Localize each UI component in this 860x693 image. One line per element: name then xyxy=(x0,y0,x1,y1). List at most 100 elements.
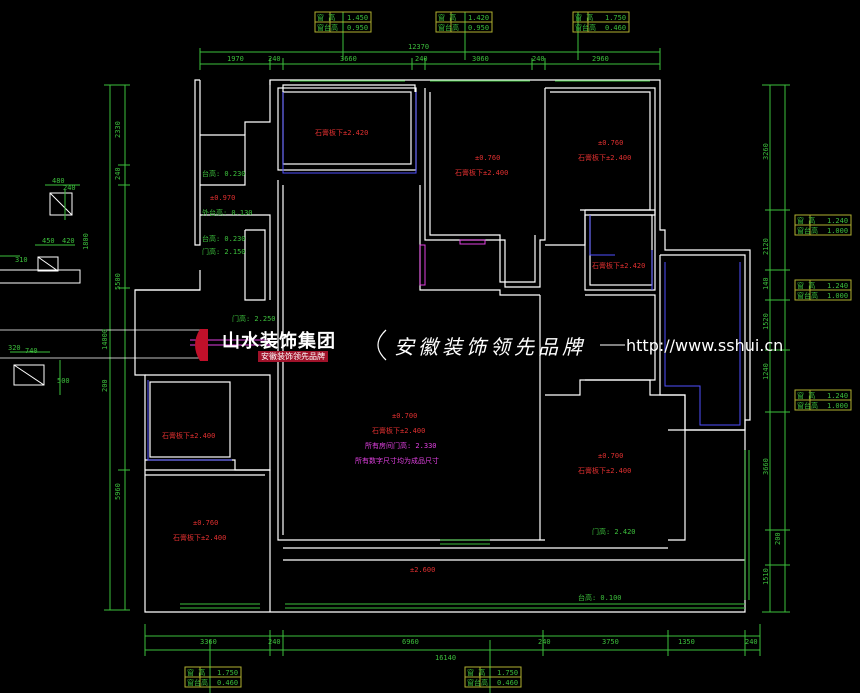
top-segment-dim: 240 xyxy=(268,55,281,63)
window-height-value: 1.750 xyxy=(605,14,626,22)
window-height-label: 窗 高 xyxy=(797,391,815,400)
right-dim: 1520 xyxy=(762,313,770,330)
bottom-segment-dim: 240 xyxy=(268,638,281,646)
window-sill-value: 1.000 xyxy=(827,402,848,410)
window-sill-label: 窗台高 xyxy=(317,23,338,32)
window-sill-label: 窗台高 xyxy=(797,226,818,235)
top-dimension-lines xyxy=(199,12,661,70)
top-segment-dim: 2960 xyxy=(592,55,609,63)
watermark-banner xyxy=(0,329,625,361)
top-segment-dim: 240 xyxy=(532,55,545,63)
ceiling-fixtures xyxy=(147,92,741,461)
window-height-value: 1.750 xyxy=(497,669,518,677)
top-segment-dim: 3060 xyxy=(472,55,489,63)
small-detail-dim: 240 xyxy=(63,184,76,192)
left-dim: 14000 xyxy=(101,329,109,350)
living-ceiling-label: 石膏板下±2.400 xyxy=(372,426,425,435)
bed3-level-label: ±0.760 xyxy=(598,139,623,147)
living-note-label: 所有数字尺寸均为成品尺寸 xyxy=(355,456,439,465)
window-sill-value: 0.460 xyxy=(497,679,518,687)
window-height-value: 1.750 xyxy=(217,669,238,677)
kitchen-label-3: 外台高: 0.130 xyxy=(202,208,253,217)
bottom-segment-dim: 6960 xyxy=(402,638,419,646)
bed2-ceiling-label: 石膏板下±2.400 xyxy=(455,168,508,177)
left-detail-boxes xyxy=(0,192,81,386)
window-sill-label: 窗台高 xyxy=(797,291,818,300)
right-door-label: 门高: 2.420 xyxy=(592,527,636,536)
window-height-label: 窗 高 xyxy=(438,13,456,22)
small-detail-dim: 500 xyxy=(57,377,70,385)
kitchen-label-2: ±0.970 xyxy=(210,194,235,202)
master-ceiling-label: 石膏板下±2.420 xyxy=(315,128,368,137)
right-dim: 2120 xyxy=(762,238,770,255)
bed2-level-label: ±0.760 xyxy=(475,154,500,162)
window-height-value: 1.240 xyxy=(827,217,848,225)
walls xyxy=(134,79,751,613)
balcony-note-label: 台高: 0.100 xyxy=(578,593,622,602)
top-total-dim: 12370 xyxy=(408,43,429,51)
top-segment-dim: 3660 xyxy=(340,55,357,63)
logo-subtitle: 安徽装饰领先品牌 xyxy=(258,351,328,362)
small-detail-dim: 480 xyxy=(52,177,65,185)
right-dim: 1510 xyxy=(762,568,770,585)
top-segment-dim: 240 xyxy=(415,55,428,63)
right-dim: 1240 xyxy=(762,363,770,380)
window-height-value: 1.240 xyxy=(827,282,848,290)
window-sill-value: 1.000 xyxy=(827,292,848,300)
small-detail-dim: 320 xyxy=(8,344,21,352)
small-detail-dim: 740 xyxy=(25,347,38,355)
kitchen-label-1: 台高: 0.230 xyxy=(202,169,246,178)
window-height-label: 窗 高 xyxy=(317,13,335,22)
window-height-value: 1.450 xyxy=(347,14,368,22)
left-dim: 5500 xyxy=(114,273,122,290)
window-sill-label: 窗台高 xyxy=(438,23,459,32)
right-dim: 200 xyxy=(774,532,782,545)
banner-slogan: 安徽装饰领先品牌 xyxy=(394,335,586,359)
window-sill-label: 窗台高 xyxy=(467,678,488,687)
balcony-level-label: ±2.600 xyxy=(410,566,435,574)
bath-ceiling-label: 石膏板下±2.420 xyxy=(592,261,645,270)
window-sill-value: 0.950 xyxy=(468,24,489,32)
small-detail-dim: 420 xyxy=(62,237,75,245)
entry-door-label: 门高: 2.250 xyxy=(232,314,276,323)
right-dim: 3260 xyxy=(762,143,770,160)
bottom-total-dim: 16140 xyxy=(435,654,456,662)
website-link[interactable]: http://www.sshui.cn xyxy=(626,336,784,355)
window-height-label: 窗 高 xyxy=(797,216,815,225)
left-dim: 5960 xyxy=(114,483,122,500)
left-bath-ceiling-label: 石膏板下±2.400 xyxy=(162,431,215,440)
window-lines xyxy=(180,80,750,609)
window-label-boxes xyxy=(184,11,852,688)
right-dim: 140 xyxy=(762,277,770,290)
window-sill-value: 0.460 xyxy=(217,679,238,687)
bottom-dimension-lines xyxy=(144,624,761,693)
window-height-value: 1.240 xyxy=(827,392,848,400)
bottom-segment-dim: 3750 xyxy=(602,638,619,646)
window-sill-value: 0.950 xyxy=(347,24,368,32)
right-dim: 3660 xyxy=(762,458,770,475)
window-sill-label: 窗台高 xyxy=(797,401,818,410)
top-segment-dim: 1970 xyxy=(227,55,244,63)
bed3-ceiling-label: 石膏板下±2.400 xyxy=(578,153,631,162)
bottom-segment-dim: 240 xyxy=(745,638,758,646)
right-room-ceiling-label: 石膏板下±2.400 xyxy=(578,466,631,475)
right-room-level-label: ±0.700 xyxy=(598,452,623,460)
left-dim: 200 xyxy=(101,379,109,392)
bottom-segment-dim: 240 xyxy=(538,638,551,646)
kitchen-label-5: 门高: 2.150 xyxy=(202,247,246,256)
left-dimension-lines xyxy=(104,84,130,611)
window-sill-label: 窗台高 xyxy=(187,678,208,687)
left-dim: 240 xyxy=(114,167,122,180)
living-door-label: 所有房间门高: 2.330 xyxy=(365,441,437,450)
left-dim: 2330 xyxy=(114,121,122,138)
plan-labels: 石膏板下±2.420 ±0.760 石膏板下±2.400 ±0.760 石膏板下±2.4… xyxy=(8,13,848,687)
left-bed-ceiling-label: 石膏板下±2.400 xyxy=(173,533,226,542)
kitchen-label-4: 台高: 0.230 xyxy=(202,234,246,243)
living-level-label: ±0.700 xyxy=(392,412,417,420)
bottom-segment-dim: 1350 xyxy=(678,638,695,646)
left-dim: 1800 xyxy=(82,233,90,250)
window-sill-value: 1.000 xyxy=(827,227,848,235)
window-height-label: 窗 高 xyxy=(797,281,815,290)
